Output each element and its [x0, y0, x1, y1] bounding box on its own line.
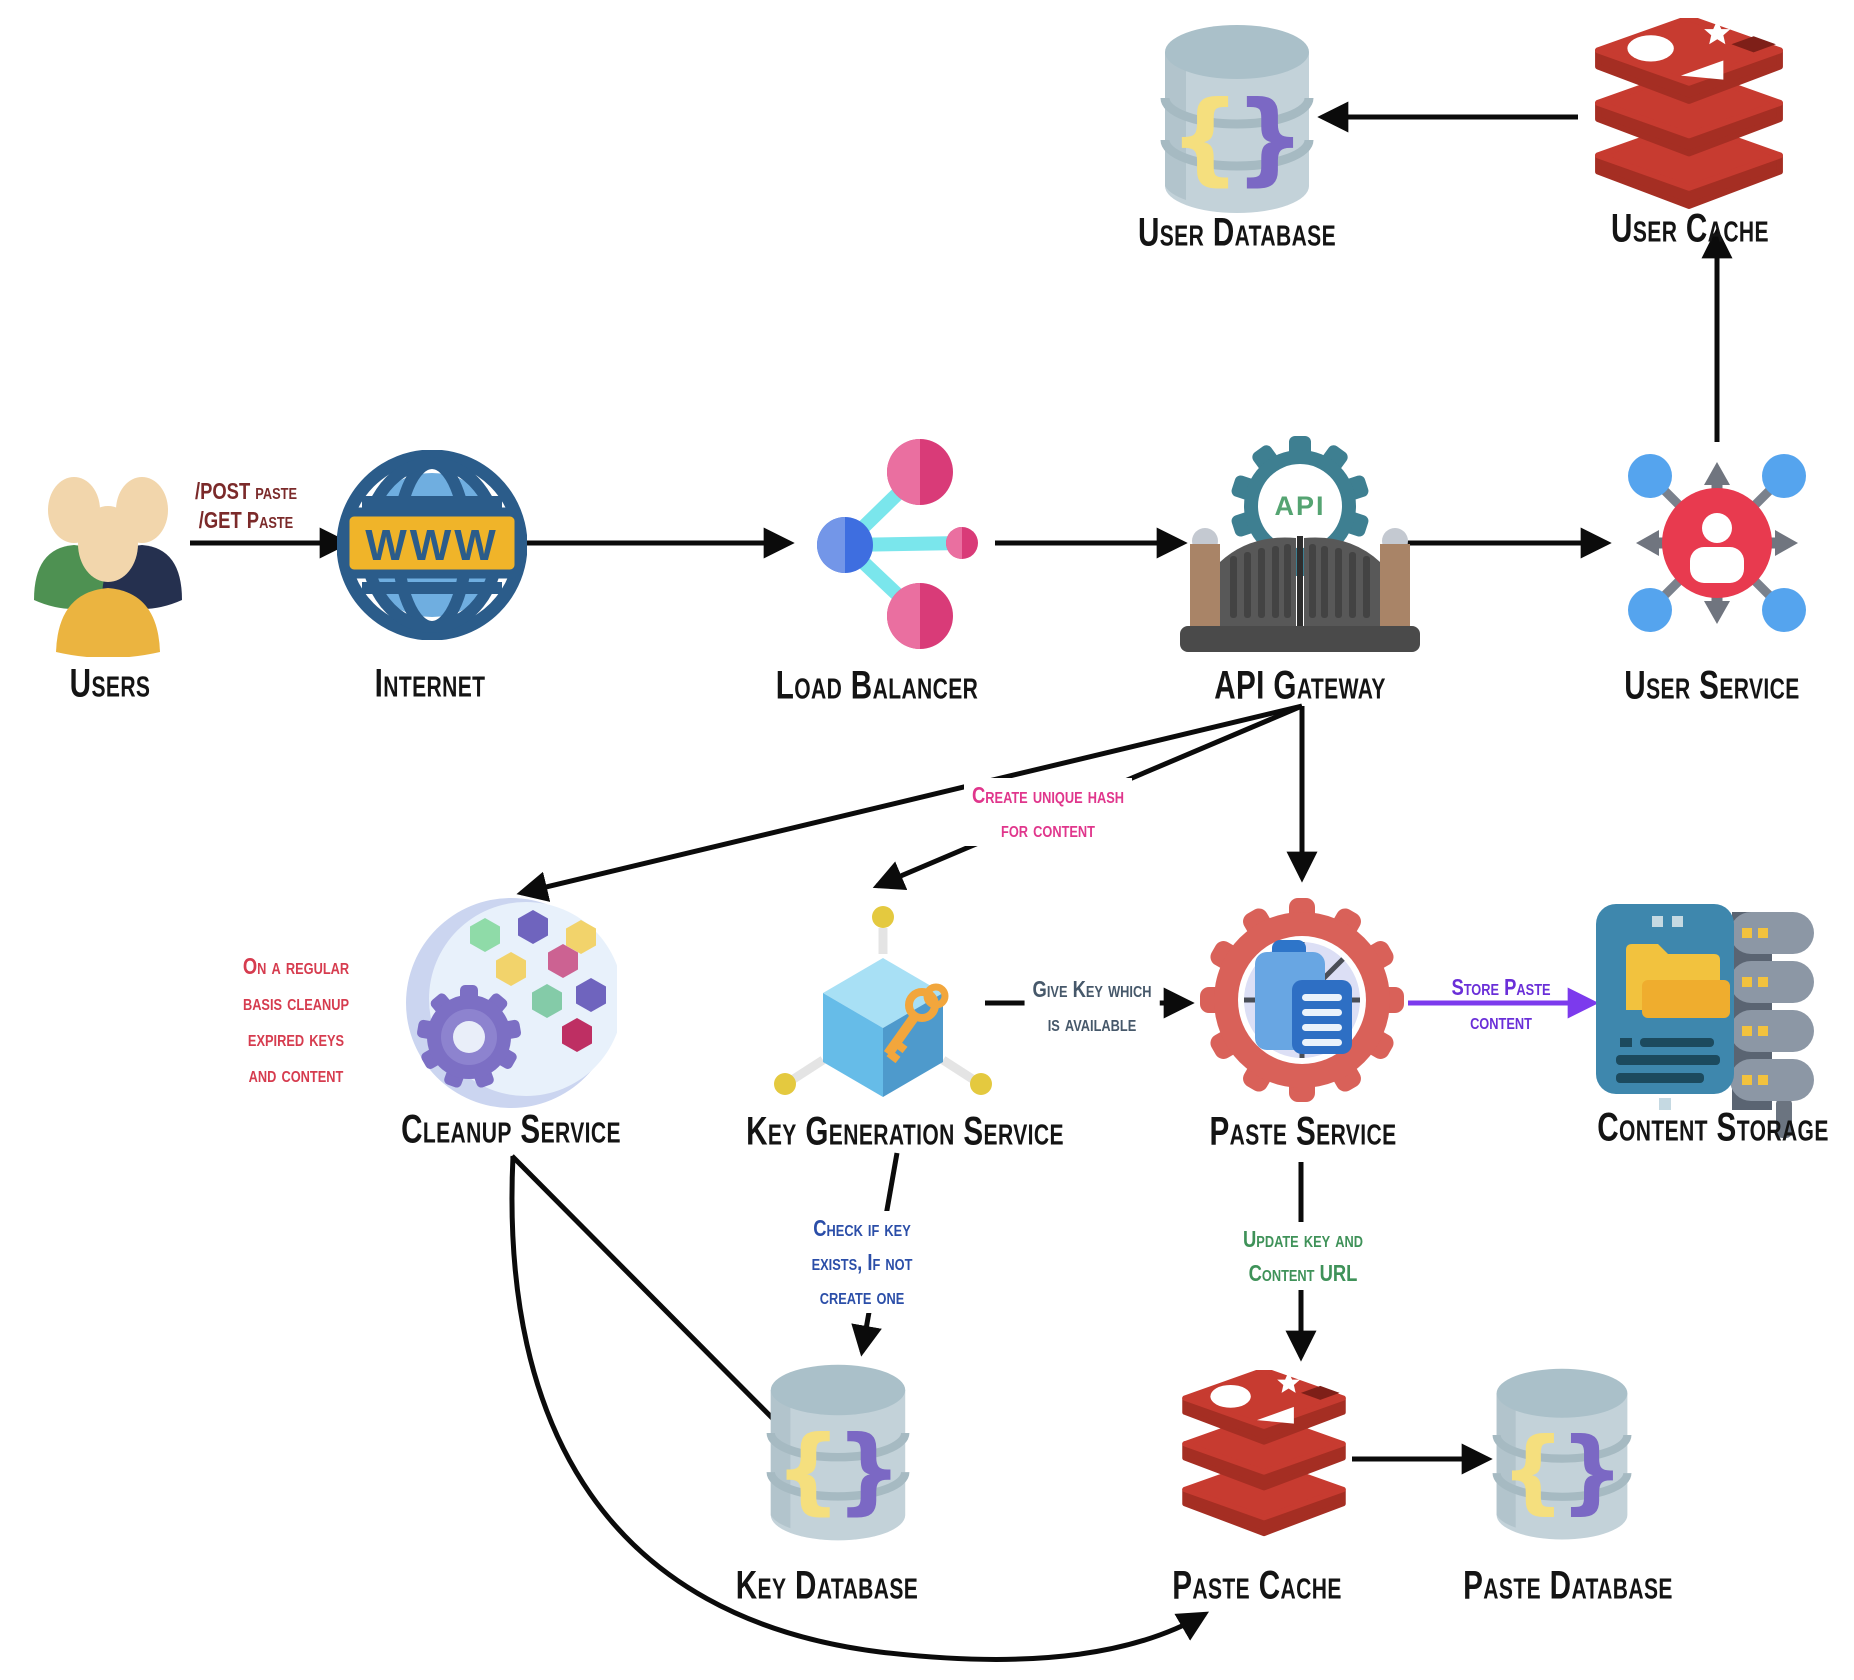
internet-label: Internet [374, 661, 486, 707]
paste-database-label: Paste Database [1463, 1563, 1673, 1609]
key-database-label: Key Database [735, 1563, 919, 1609]
user-cache-redis-icon [1588, 18, 1790, 210]
load-balancer-label: Load Balancer [775, 663, 979, 709]
edge-api-gateway-cleanup-service [516, 703, 1303, 902]
edge-cleanup-key-database [510, 1154, 807, 1453]
www-banner-text: WWW [365, 521, 499, 570]
paste-database-icon [1492, 1366, 1632, 1544]
check-key-annotation: Check if key exists, If not create one [803, 1211, 921, 1313]
paste-service-label: Paste Service [1209, 1109, 1397, 1155]
user-cache-label: User Cache [1611, 206, 1769, 252]
store-paste-content-annotation: Store Paste content [1451, 974, 1551, 1034]
load-balancer-icon [817, 439, 978, 649]
cleanup-service-icon [406, 898, 617, 1108]
paste-cache-redis-icon [1176, 1370, 1352, 1537]
key-generation-service-icon [774, 906, 992, 1097]
paste-cache-label: Paste Cache [1172, 1563, 1342, 1609]
cleanup-note-annotation: On a regular basis cleanup expired keys … [242, 953, 350, 1087]
cleanup-service-label: Cleanup Service [401, 1107, 621, 1153]
user-service-label: User Service [1624, 663, 1800, 709]
user-database-icon [1160, 22, 1314, 218]
content-storage-label: Content Storage [1597, 1105, 1829, 1151]
content-storage-icon [1596, 904, 1814, 1138]
api-gear-text: API [1274, 491, 1325, 521]
key-database-icon [766, 1362, 910, 1545]
key-generation-service-label: Key Generation Service [746, 1109, 1064, 1155]
paste-service-icon [1200, 898, 1404, 1102]
create-unique-hash-annotation: Create unique hash for content [964, 778, 1132, 846]
api-gateway-label: API Gateway [1214, 663, 1386, 709]
update-key-annotation: Update key and Content URL [1235, 1222, 1371, 1290]
edge-cleanup-paste-cache [509, 1155, 1210, 1662]
internet-globe-icon: WWW [337, 450, 527, 640]
user-database-label: User Database [1137, 210, 1337, 256]
give-key-annotation: Give Key which is available [1024, 972, 1160, 1040]
api-gateway-icon: API [1180, 436, 1420, 652]
users-label: Users [69, 661, 151, 707]
post-get-paste-annotation: /POST paste /GET Paste [194, 478, 298, 533]
user-service-icon [1628, 454, 1806, 632]
users-icon [34, 477, 182, 657]
